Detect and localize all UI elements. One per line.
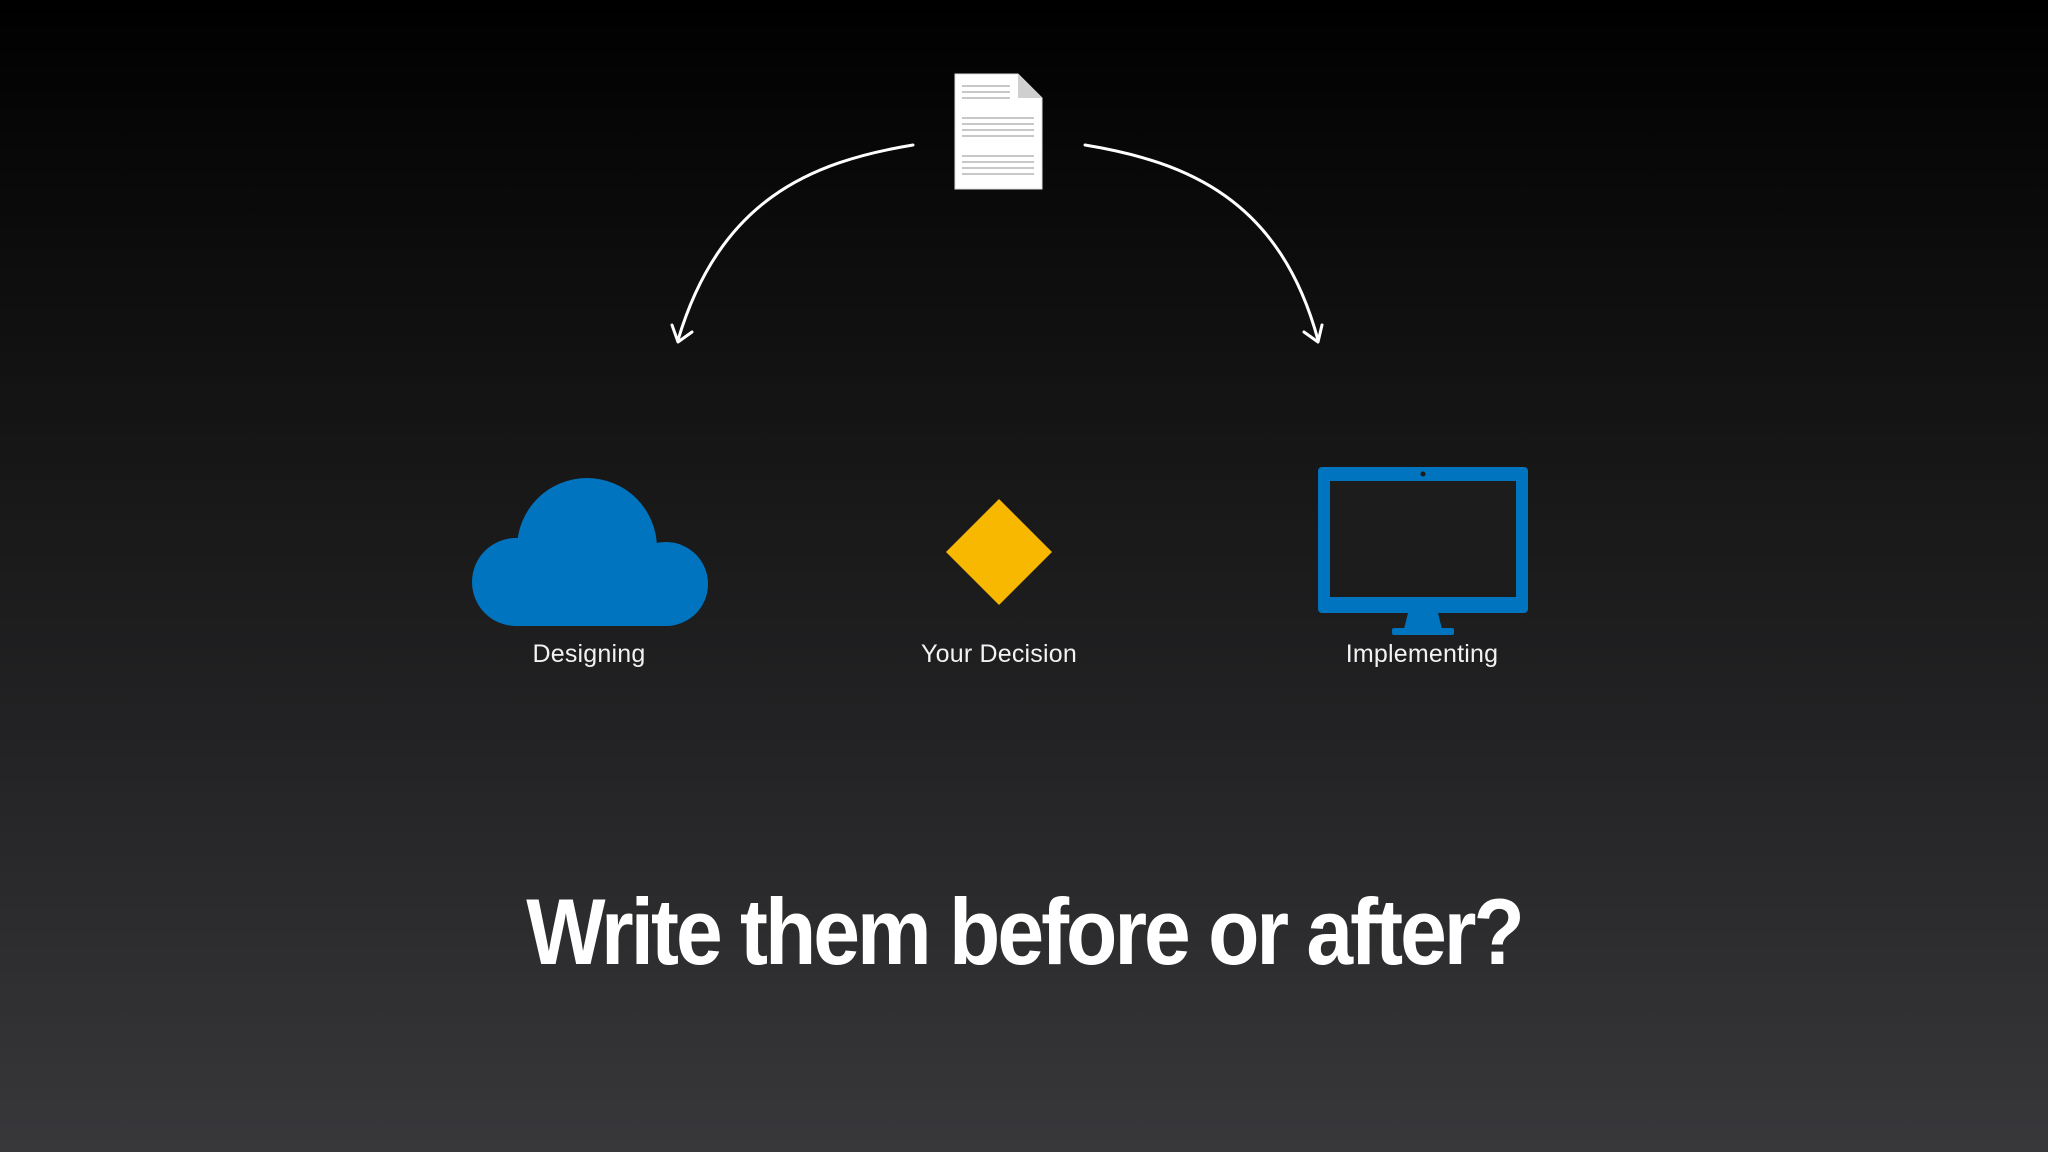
arrowhead-designing: [670, 323, 694, 344]
arrow-to-implementing: [1083, 143, 1320, 342]
arrowhead-implementing: [1302, 323, 1324, 344]
diamond-icon: [946, 499, 1052, 605]
slide-title: Write them before or after?: [526, 879, 1525, 985]
implementing-label: Implementing: [1345, 640, 1499, 668]
designing-label: Designing: [532, 640, 646, 668]
cloud-icon: [472, 478, 708, 626]
arrow-to-designing: [676, 143, 915, 342]
your-decision-label: Your Decision: [921, 640, 1077, 668]
monitor-icon: [1318, 467, 1528, 635]
document-icon: [954, 73, 1043, 190]
